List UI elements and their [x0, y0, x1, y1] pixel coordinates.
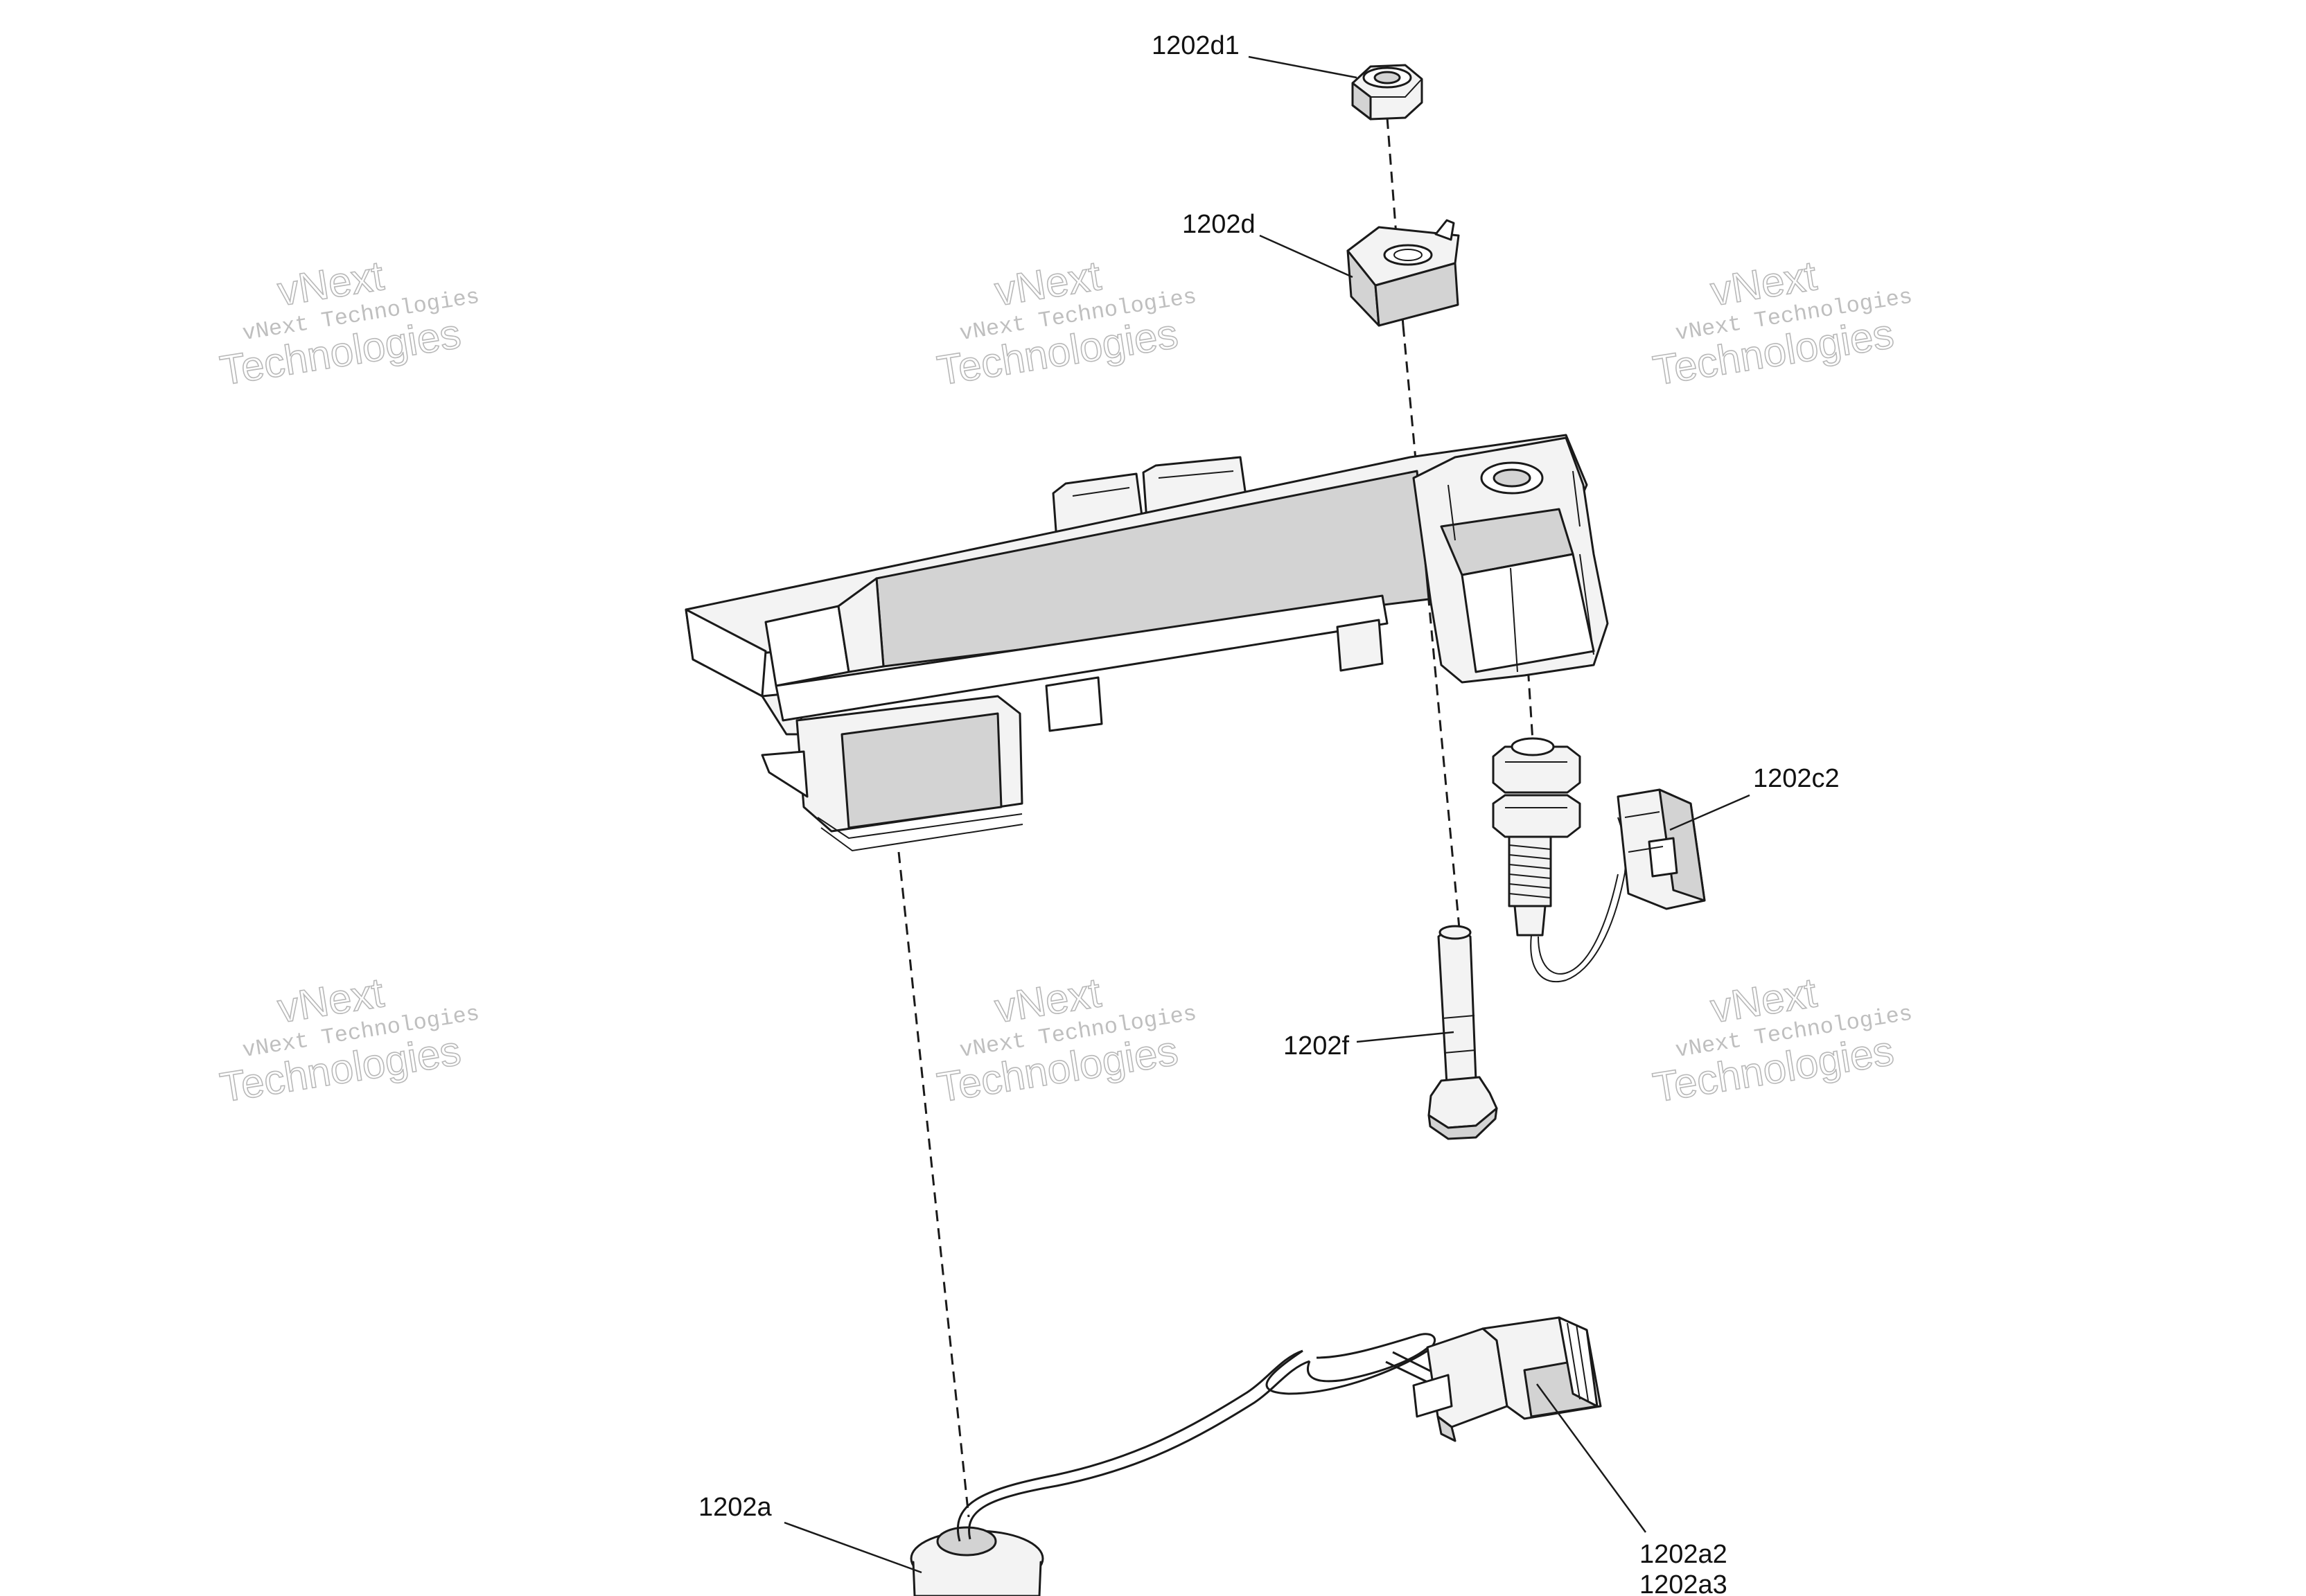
watermark-mid-left: vNext vNext Technologies Technologies: [216, 968, 481, 1111]
threaded-sensor-part: [1492, 737, 1706, 983]
callout-1202a: 1202a: [698, 1493, 773, 1522]
callout-1202d1: 1202d1: [1152, 31, 1240, 60]
watermark-mid-center: vNext vNext Technologies Technologies: [933, 968, 1198, 1111]
clip-nut-part: [1346, 219, 1460, 327]
leader-1202d1: [1248, 55, 1357, 79]
axis-line-bracket-to-harness: [897, 851, 970, 1518]
watermark-top-right: vNext vNext Technologies Technologies: [1649, 251, 1914, 394]
leader-lines: [784, 55, 1750, 1574]
watermark-top-left: vNext vNext Technologies Technologies: [216, 251, 481, 394]
leader-1202a2: [1535, 1383, 1647, 1533]
leader-1202a: [784, 1521, 922, 1574]
callout-1202f: 1202f: [1283, 1031, 1350, 1061]
watermark-mid-right: vNext vNext Technologies Technologies: [1649, 968, 1914, 1111]
wire-harness-part: [910, 1316, 1602, 1596]
assembly-axis-lines: [897, 117, 1534, 1518]
watermark-top-center: vNext vNext Technologies Technologies: [933, 251, 1198, 394]
callout-1202a3: 1202a3: [1639, 1570, 1727, 1596]
callout-labels: 1202d1 1202d 1202c2 1202f 1202a 1202a2 1…: [698, 31, 1840, 1596]
bolt-part: [1427, 925, 1498, 1140]
callout-1202a2: 1202a2: [1639, 1540, 1727, 1569]
hex-nut-part: [1351, 64, 1423, 121]
leader-1202c2: [1669, 794, 1750, 831]
callout-1202d: 1202d: [1182, 210, 1256, 239]
axis-line-clip-to-bolt: [1402, 325, 1461, 929]
callout-1202c2: 1202c2: [1753, 764, 1840, 793]
leader-1202f: [1356, 1031, 1454, 1043]
mounting-bracket-part: [685, 434, 1609, 852]
leader-1202d: [1259, 234, 1353, 278]
